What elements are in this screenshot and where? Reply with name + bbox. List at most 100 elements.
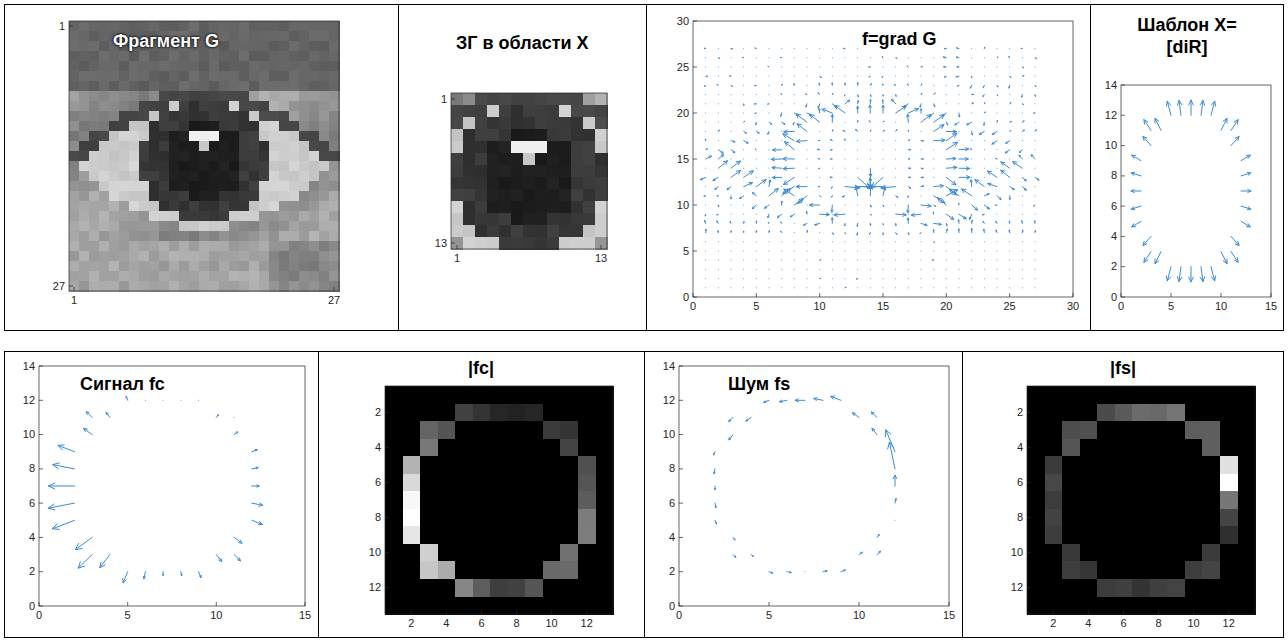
image-pixel <box>319 61 330 72</box>
image-pixel <box>1027 579 1045 597</box>
image-pixel <box>487 93 500 106</box>
axis-tick-label: 2 <box>375 407 381 418</box>
tick-mark <box>679 537 683 538</box>
image-pixel <box>1027 491 1045 509</box>
image-pixel <box>385 491 403 509</box>
image-pixel <box>511 225 524 238</box>
image-pixel <box>438 597 456 615</box>
image-pixel <box>438 404 456 422</box>
image-pixel <box>269 31 280 42</box>
image-pixel <box>403 561 421 579</box>
image-pixel <box>149 231 160 242</box>
axes-frame <box>451 93 607 249</box>
image-pixel <box>1238 439 1256 457</box>
image-pixel <box>571 117 584 130</box>
image-pixel <box>1185 526 1203 544</box>
image-pixel <box>269 71 280 82</box>
image-pixel <box>99 261 110 272</box>
image-pixel <box>1202 386 1220 404</box>
image-pixel <box>1045 544 1063 562</box>
image-pixel <box>99 91 110 102</box>
image-pixel <box>69 251 80 262</box>
image-pixel <box>1097 491 1115 509</box>
image-pixel <box>1097 386 1115 404</box>
image-pixel <box>1115 439 1133 457</box>
image-pixel <box>229 261 240 272</box>
image-pixel <box>219 131 230 142</box>
image-pixel <box>279 81 290 92</box>
image-pixel <box>119 201 130 212</box>
image-pixel <box>455 404 473 422</box>
image-pixel <box>299 281 310 292</box>
image-pixel <box>189 81 200 92</box>
magnitude-image <box>319 352 644 637</box>
image-pixel <box>451 189 464 202</box>
image-pixel <box>99 101 110 112</box>
image-pixel <box>89 281 100 292</box>
axis-tick-label: 10 <box>23 429 35 440</box>
image-pixel <box>329 241 340 252</box>
image-pixel <box>475 237 488 250</box>
image-pixel <box>1238 404 1256 422</box>
image-pixel <box>475 141 488 154</box>
image-pixel <box>219 141 230 152</box>
image-pixel <box>1202 421 1220 439</box>
image-pixel <box>1115 579 1133 597</box>
vector-arrows <box>700 47 1039 287</box>
image-pixel <box>438 456 456 474</box>
image-pixel <box>69 161 80 172</box>
image-pixel <box>189 231 200 242</box>
image-pixel <box>1115 491 1133 509</box>
vector-arrows <box>48 397 263 583</box>
image-pixel <box>455 456 473 474</box>
image-pixel <box>451 153 464 166</box>
image-pixel <box>420 509 438 527</box>
image-pixel <box>259 101 270 112</box>
image-pixel <box>1150 526 1168 544</box>
image-pixel <box>319 141 330 152</box>
image-pixel <box>189 21 200 32</box>
image-pixel <box>239 281 250 292</box>
image-pixel <box>1097 456 1115 474</box>
image-pixel <box>547 129 560 142</box>
image-pixel <box>523 153 536 166</box>
image-pixel <box>99 31 110 42</box>
grayscale-image <box>399 5 646 330</box>
image-pixel <box>329 51 340 62</box>
image-pixel <box>523 105 536 118</box>
image-pixel <box>99 241 110 252</box>
image-pixel <box>329 151 340 162</box>
image-pixel <box>279 71 290 82</box>
image-pixel <box>578 439 596 457</box>
image-pixel <box>299 241 310 252</box>
image-pixel <box>259 121 270 132</box>
image-pixel <box>129 161 140 172</box>
image-pixel <box>229 271 240 282</box>
image-pixel <box>89 261 100 272</box>
image-pixel <box>571 93 584 106</box>
image-pixel <box>1045 474 1063 492</box>
tick-mark <box>679 400 683 401</box>
tick-mark <box>385 552 389 553</box>
image-pixel <box>109 201 120 212</box>
image-pixel <box>89 231 100 242</box>
image-pixel <box>1185 561 1203 579</box>
panel-title: |fs| <box>1110 358 1136 380</box>
image-pixel <box>490 544 508 562</box>
image-pixel <box>385 456 403 474</box>
image-pixel <box>299 71 310 82</box>
image-pixel <box>239 31 250 42</box>
image-pixel <box>1220 544 1238 562</box>
image-pixel <box>119 231 130 242</box>
image-pixel <box>1238 456 1256 474</box>
image-pixel <box>169 101 180 112</box>
tick-mark <box>1121 293 1122 297</box>
image-pixel <box>269 231 280 242</box>
image-pixel <box>109 141 120 152</box>
image-pixel <box>139 81 150 92</box>
image-pixel <box>438 491 456 509</box>
image-pixel <box>289 141 300 152</box>
image-pixel <box>209 71 220 82</box>
image-pixel <box>1115 526 1133 544</box>
image-pixel <box>259 141 270 152</box>
